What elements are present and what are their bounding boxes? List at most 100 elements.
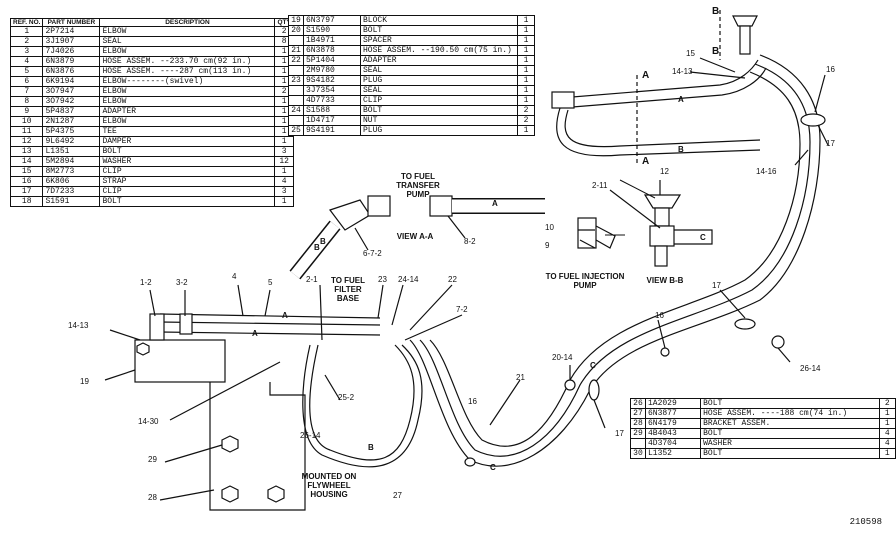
cell-ref: 23: [288, 75, 304, 86]
cell-qty: 4: [878, 428, 896, 439]
caption-to-fuel-transfer-pump: TO FUEL TRANSFER PUMP: [396, 172, 440, 199]
hose-letter: B: [368, 443, 374, 452]
cell-desc: HOSE ASSEM. ----188 cm(74 in.): [700, 408, 880, 419]
adapter-9: [577, 217, 597, 249]
cell-ref: [630, 438, 646, 449]
cell-ref: 25: [288, 125, 304, 136]
cell-part: 9S4191: [303, 125, 361, 136]
cell-desc: TEE: [99, 126, 276, 137]
callout: 4: [232, 272, 237, 281]
cell-ref: 18: [9, 196, 44, 207]
caption-view-b-b: VIEW B-B: [646, 276, 684, 285]
cell-desc: BRACKET ASSEM.: [700, 418, 880, 429]
callout: 2-11: [592, 181, 608, 190]
cell-qty: 4: [274, 176, 294, 187]
cell-desc: CLIP: [99, 166, 276, 177]
cell-ref: [288, 35, 304, 46]
callout: 14-16: [756, 167, 777, 176]
cell-part: 3O7947: [42, 86, 101, 97]
hose-letter: B: [678, 145, 684, 154]
cell-part: 3J7354: [303, 85, 361, 96]
cell-desc: ADAPTER: [99, 106, 276, 117]
cell-qty: 3: [274, 186, 294, 197]
figure-number: 210598: [849, 517, 882, 527]
callout: 6-7-2: [363, 249, 382, 258]
cell-ref: 27: [630, 408, 646, 419]
section-marker: A: [642, 70, 650, 81]
cell-ref: 20: [288, 25, 304, 36]
cell-desc: ADAPTER: [360, 55, 518, 66]
callout: 12: [660, 167, 669, 176]
cell-qty: 3: [274, 146, 294, 157]
callout: 9: [545, 241, 550, 250]
callout: 27: [393, 491, 402, 500]
bracket-28: [209, 382, 306, 511]
cell-qty: 1: [274, 166, 294, 177]
cell-qty: 1: [517, 125, 535, 136]
cell-qty: 2: [878, 398, 896, 409]
bolt-29-c: [267, 485, 285, 503]
cell-ref: [288, 95, 304, 106]
callout: 5: [268, 278, 273, 287]
damper-top: [732, 15, 758, 27]
header-part: PART NUMBER: [42, 18, 101, 27]
clip-17-b: [588, 379, 600, 401]
cell-part: 9S4182: [303, 75, 361, 86]
cell-ref: 5: [9, 66, 44, 77]
cell-part: 6N4179: [644, 418, 702, 429]
hose-letter: A: [678, 95, 684, 104]
cell-qty: 1: [878, 408, 896, 419]
callout: 16: [655, 311, 664, 320]
callout: 21: [516, 373, 525, 382]
section-marker: A: [642, 156, 650, 167]
hose-4: [159, 321, 381, 326]
callout: 19: [80, 377, 89, 386]
cell-qty: 1: [878, 448, 896, 459]
cell-part: 2N1287: [42, 116, 101, 127]
clip-17-c: [800, 113, 826, 127]
section-marker: B: [712, 6, 720, 17]
cell-desc: HOSE ASSEM. --233.70 cm(92 in.): [99, 56, 276, 67]
callout: 28: [148, 493, 157, 502]
callout: 17: [826, 139, 835, 148]
cell-desc: BOLT: [99, 196, 276, 207]
bolt-26-b: [771, 335, 785, 349]
callout: 22: [448, 275, 457, 284]
callout: 10: [545, 223, 554, 232]
cell-desc: ELBOW: [99, 116, 276, 127]
cell-desc: SEAL: [360, 65, 518, 76]
cell-desc: HOSE ASSEM. ----287 cm(113 in.): [99, 66, 276, 77]
header-desc: DESCRIPTION: [99, 18, 276, 27]
cell-part: 6N3876: [42, 66, 101, 77]
cell-part: 2M9780: [303, 65, 361, 76]
callout: 3-2: [176, 278, 188, 287]
cell-ref: 2: [9, 36, 44, 47]
cell-part: 5P4837: [42, 106, 101, 117]
callout: 14-13: [672, 67, 693, 76]
cell-desc: BLOCK: [360, 15, 518, 26]
cell-ref: 24: [288, 105, 304, 116]
elbow-8: [429, 195, 453, 217]
fitting-upper-left: [551, 91, 575, 109]
cell-part: S1588: [303, 105, 361, 116]
cell-desc: DAMPER: [99, 136, 276, 147]
clip-17-a: [734, 318, 756, 330]
cell-desc: WASHER: [700, 438, 880, 449]
cell-part: 6N3878: [303, 45, 361, 56]
cell-part: 3O7942: [42, 96, 101, 107]
cell-qty: 1: [517, 35, 535, 46]
